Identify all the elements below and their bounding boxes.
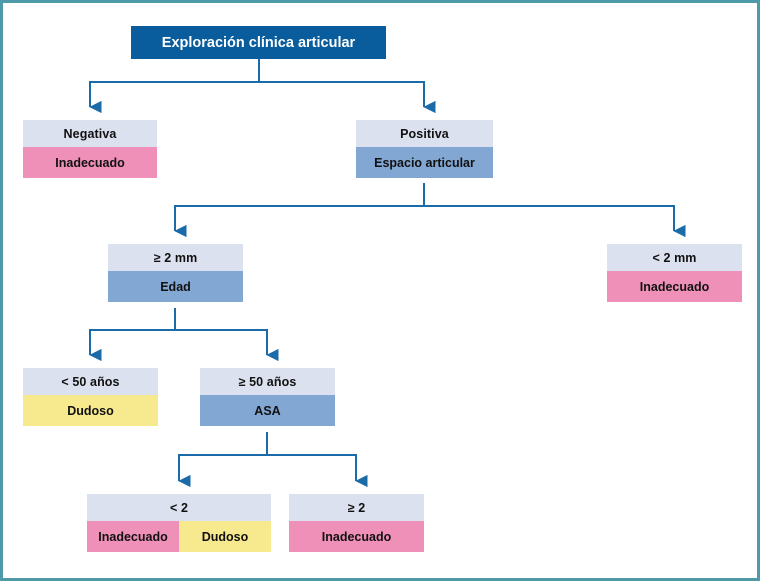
decision-edad: Edad xyxy=(108,271,243,302)
node-asa-menor-2[interactable]: < 2 Inadecuado Dudoso xyxy=(87,494,271,552)
node-lt2mm-header: < 2 mm xyxy=(607,244,742,271)
node-espacio-mayor-igual-2mm[interactable]: ≥ 2 mm Edad xyxy=(108,244,243,302)
node-ge2mm-decision-row: Edad xyxy=(108,271,243,302)
node-negativa[interactable]: Negativa Inadecuado xyxy=(23,120,157,178)
outcome-dudoso: Dudoso xyxy=(23,395,158,426)
node-lt2mm-outcome-row: Inadecuado xyxy=(607,271,742,302)
node-negativa-header: Negativa xyxy=(23,120,157,147)
outcome-inadecuado: Inadecuado xyxy=(87,521,179,552)
node-ge2mm-header: ≥ 2 mm xyxy=(108,244,243,271)
node-espacio-menor-2mm[interactable]: < 2 mm Inadecuado xyxy=(607,244,742,302)
node-asa-ge2-outcome-row: Inadecuado xyxy=(289,521,424,552)
node-root-label: Exploración clínica articular xyxy=(131,26,386,59)
node-asa-mayor-igual-2[interactable]: ≥ 2 Inadecuado xyxy=(289,494,424,552)
node-edad-menor-50[interactable]: < 50 años Dudoso xyxy=(23,368,158,426)
node-asa-ge2-header: ≥ 2 xyxy=(289,494,424,521)
node-ge50-decision-row: ASA xyxy=(200,395,335,426)
outcome-inadecuado: Inadecuado xyxy=(289,521,424,552)
decision-asa: ASA xyxy=(200,395,335,426)
decision-espacio-articular: Espacio articular xyxy=(356,147,493,178)
node-asa-lt2-header: < 2 xyxy=(87,494,271,521)
node-asa-lt2-outcome-row: Inadecuado Dudoso xyxy=(87,521,271,552)
node-positiva[interactable]: Positiva Espacio articular xyxy=(356,120,493,178)
node-ge50-header: ≥ 50 años xyxy=(200,368,335,395)
node-edad-mayor-igual-50[interactable]: ≥ 50 años ASA xyxy=(200,368,335,426)
node-positiva-decision-row: Espacio articular xyxy=(356,147,493,178)
outcome-inadecuado: Inadecuado xyxy=(23,147,157,178)
outcome-inadecuado: Inadecuado xyxy=(607,271,742,302)
node-lt50-outcome-row: Dudoso xyxy=(23,395,158,426)
node-negativa-outcome-row: Inadecuado xyxy=(23,147,157,178)
outcome-dudoso: Dudoso xyxy=(179,521,271,552)
node-lt50-header: < 50 años xyxy=(23,368,158,395)
node-positiva-header: Positiva xyxy=(356,120,493,147)
node-exploracion-clinica-articular[interactable]: Exploración clínica articular xyxy=(131,26,386,59)
